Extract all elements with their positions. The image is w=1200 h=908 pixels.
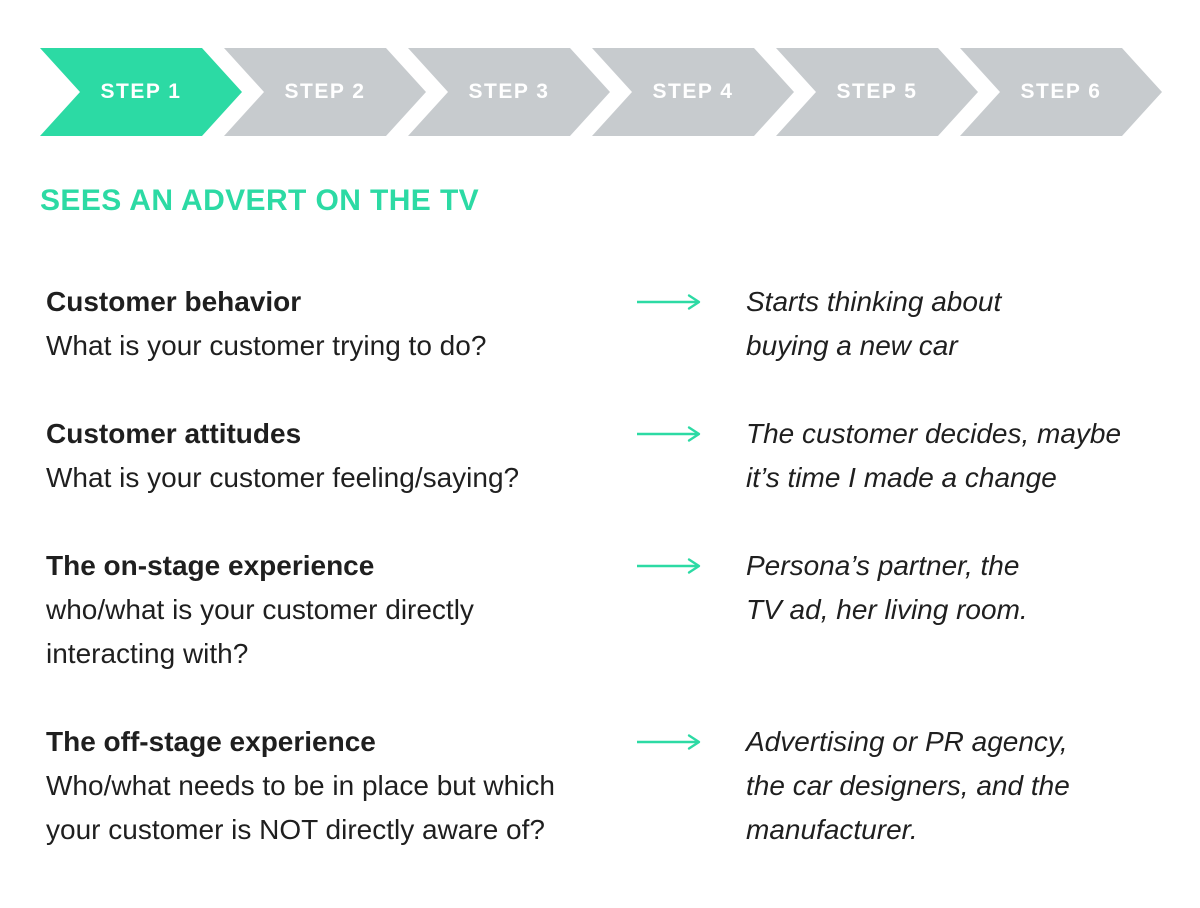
arrow-cell bbox=[636, 280, 746, 368]
row-left-column: Customer attitudes What is your customer… bbox=[46, 412, 636, 500]
step-4-chevron: STEP 4 bbox=[592, 48, 794, 136]
row-answer-line: Advertising or PR agency, bbox=[746, 726, 1068, 757]
row-answer-column: Advertising or PR agency, the car design… bbox=[746, 720, 1160, 852]
customer-journey-slide: STEP 1 STEP 2 STEP 3 STEP 4 STEP 5 STEP … bbox=[40, 0, 1200, 852]
row-question-line: your customer is NOT directly aware of? bbox=[46, 814, 545, 845]
step-3-label: STEP 3 bbox=[468, 80, 550, 103]
row-answer-line: the car designers, and the bbox=[746, 770, 1070, 801]
step-5-chevron: STEP 5 bbox=[776, 48, 978, 136]
journey-row-on-stage-experience: The on-stage experience who/what is your… bbox=[46, 544, 1160, 676]
row-answer-line: Persona’s partner, the bbox=[746, 550, 1020, 581]
row-answer-line: it’s time I made a change bbox=[746, 462, 1057, 493]
row-answer-line: TV ad, her living room. bbox=[746, 594, 1028, 625]
arrow-cell bbox=[636, 544, 746, 676]
row-left-column: The on-stage experience who/what is your… bbox=[46, 544, 636, 676]
right-arrow-icon bbox=[637, 294, 701, 310]
step-progress-bar: STEP 1 STEP 2 STEP 3 STEP 4 STEP 5 STEP … bbox=[40, 48, 1160, 136]
row-answer-line: The customer decides, maybe bbox=[746, 418, 1122, 449]
step-1-chevron: STEP 1 bbox=[40, 48, 242, 136]
step-1-label: STEP 1 bbox=[100, 80, 182, 103]
step-6-label: STEP 6 bbox=[1020, 80, 1102, 103]
step-2-chevron: STEP 2 bbox=[224, 48, 426, 136]
row-answer-line: manufacturer. bbox=[746, 814, 918, 845]
row-question-line: Who/what needs to be in place but which bbox=[46, 770, 555, 801]
row-left-column: Customer behavior What is your customer … bbox=[46, 280, 636, 368]
row-title: Customer attitudes bbox=[46, 418, 302, 449]
row-answer-column: The customer decides, maybe it’s time I … bbox=[746, 412, 1160, 500]
step-2-label: STEP 2 bbox=[284, 80, 366, 103]
journey-row-customer-behavior: Customer behavior What is your customer … bbox=[46, 280, 1160, 368]
arrow-cell bbox=[636, 412, 746, 500]
journey-row-customer-attitudes: Customer attitudes What is your customer… bbox=[46, 412, 1160, 500]
right-arrow-icon bbox=[637, 558, 701, 574]
row-left-column: The off-stage experience Who/what needs … bbox=[46, 720, 636, 852]
step-4-label: STEP 4 bbox=[652, 80, 734, 103]
step-6-chevron: STEP 6 bbox=[960, 48, 1162, 136]
row-answer-line: Starts thinking about bbox=[746, 286, 1002, 317]
right-arrow-icon bbox=[637, 426, 701, 442]
arrow-cell bbox=[636, 720, 746, 852]
step-3-chevron: STEP 3 bbox=[408, 48, 610, 136]
row-answer-column: Persona’s partner, the TV ad, her living… bbox=[746, 544, 1160, 676]
right-arrow-icon bbox=[637, 734, 701, 750]
row-title: Customer behavior bbox=[46, 286, 302, 317]
row-title: The on-stage experience bbox=[46, 550, 375, 581]
row-answer-line: buying a new car bbox=[746, 330, 958, 361]
step-5-label: STEP 5 bbox=[836, 80, 918, 103]
row-question-line: What is your customer trying to do? bbox=[46, 330, 487, 361]
journey-rows: Customer behavior What is your customer … bbox=[40, 280, 1160, 852]
row-answer-column: Starts thinking about buying a new car bbox=[746, 280, 1160, 368]
section-title: SEES AN ADVERT ON THE TV bbox=[40, 184, 480, 217]
journey-row-off-stage-experience: The off-stage experience Who/what needs … bbox=[46, 720, 1160, 852]
row-title: The off-stage experience bbox=[46, 726, 376, 757]
row-question-line: What is your customer feeling/saying? bbox=[46, 462, 520, 493]
row-question-line: interacting with? bbox=[46, 638, 249, 669]
row-question-line: who/what is your customer directly bbox=[46, 594, 474, 625]
